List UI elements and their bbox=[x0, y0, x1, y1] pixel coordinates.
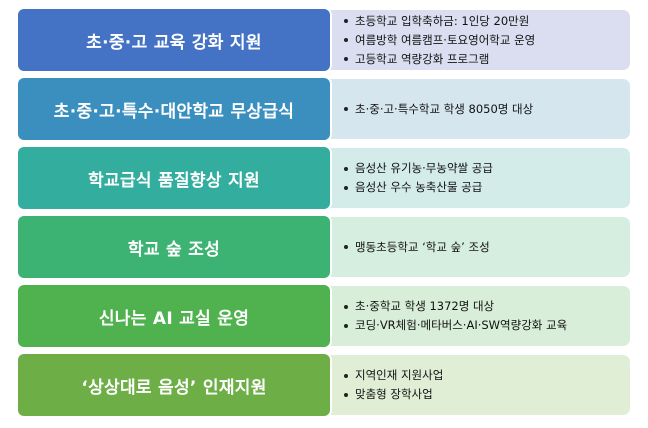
bullet-icon bbox=[344, 107, 348, 111]
bullet-icon bbox=[344, 38, 348, 42]
program-row: 음성산 유기농·무농약쌀 공급 음성산 우수 농축산물 공급 학교급식 품질향상… bbox=[18, 147, 630, 209]
program-row: 초·중학교 학생 1372명 대상 코딩·VR체험·메타버스·AI·SW역량강화… bbox=[18, 285, 630, 347]
list-item: 맹동초등학교 ‘학교 숲’ 조성 bbox=[344, 240, 620, 255]
list-item: 음성산 유기농·무농약쌀 공급 bbox=[344, 161, 620, 176]
bullet-icon bbox=[344, 166, 348, 171]
list-item: 코딩·VR체험·메타버스·AI·SW역량강화 교육 bbox=[344, 318, 620, 333]
list-item: 음성산 우수 농축산물 공급 bbox=[344, 180, 620, 195]
bullet-icon bbox=[344, 245, 348, 249]
program-row: 초등학교 입학축하금: 1인당 20만원 여름방학 여름캠프·토요영어학교 운영… bbox=[18, 9, 630, 71]
bullet-icon bbox=[344, 57, 348, 61]
bullet-icon bbox=[344, 19, 348, 23]
bullet-icon bbox=[344, 373, 348, 378]
program-title: 초·중·고 교육 강화 지원 bbox=[18, 9, 330, 71]
list-item: 초·중·고·특수학교 학생 8050명 대상 bbox=[344, 102, 620, 117]
program-list: 초등학교 입학축하금: 1인당 20만원 여름방학 여름캠프·토요영어학교 운영… bbox=[18, 9, 630, 423]
list-item: 여름방학 여름캠프·토요영어학교 운영 bbox=[344, 33, 620, 48]
program-title: ‘상상대로 음성’ 인재지원 bbox=[18, 354, 330, 416]
program-details: 맹동초등학교 ‘학교 숲’ 조성 bbox=[318, 217, 630, 277]
program-details: 초·중학교 학생 1372명 대상 코딩·VR체험·메타버스·AI·SW역량강화… bbox=[318, 286, 630, 346]
bullet-icon bbox=[344, 323, 348, 328]
program-row: 맹동초등학교 ‘학교 숲’ 조성 학교 숲 조성 bbox=[18, 216, 630, 278]
program-details: 음성산 유기농·무농약쌀 공급 음성산 우수 농축산물 공급 bbox=[318, 148, 630, 208]
list-item: 맞춤형 장학사업 bbox=[344, 387, 620, 402]
program-title: 학교 숲 조성 bbox=[18, 216, 330, 278]
list-item: 초·중학교 학생 1372명 대상 bbox=[344, 299, 620, 314]
bullet-icon bbox=[344, 392, 348, 397]
bullet-icon bbox=[344, 304, 348, 309]
program-details: 지역인재 지원사업 맞춤형 장학사업 bbox=[318, 355, 630, 415]
program-title: 초·중·고·특수·대안학교 무상급식 bbox=[18, 78, 330, 140]
list-item: 초등학교 입학축하금: 1인당 20만원 bbox=[344, 14, 620, 29]
program-details: 초등학교 입학축하금: 1인당 20만원 여름방학 여름캠프·토요영어학교 운영… bbox=[318, 10, 630, 70]
program-row: 지역인재 지원사업 맞춤형 장학사업 ‘상상대로 음성’ 인재지원 bbox=[18, 354, 630, 416]
program-title: 신나는 AI 교실 운영 bbox=[18, 285, 330, 347]
bullet-icon bbox=[344, 185, 348, 190]
program-details: 초·중·고·특수학교 학생 8050명 대상 bbox=[318, 79, 630, 139]
list-item: 고등학교 역량강화 프로그램 bbox=[344, 52, 620, 67]
program-row: 초·중·고·특수학교 학생 8050명 대상 초·중·고·특수·대안학교 무상급… bbox=[18, 78, 630, 140]
list-item: 지역인재 지원사업 bbox=[344, 368, 620, 383]
program-title: 학교급식 품질향상 지원 bbox=[18, 147, 330, 209]
